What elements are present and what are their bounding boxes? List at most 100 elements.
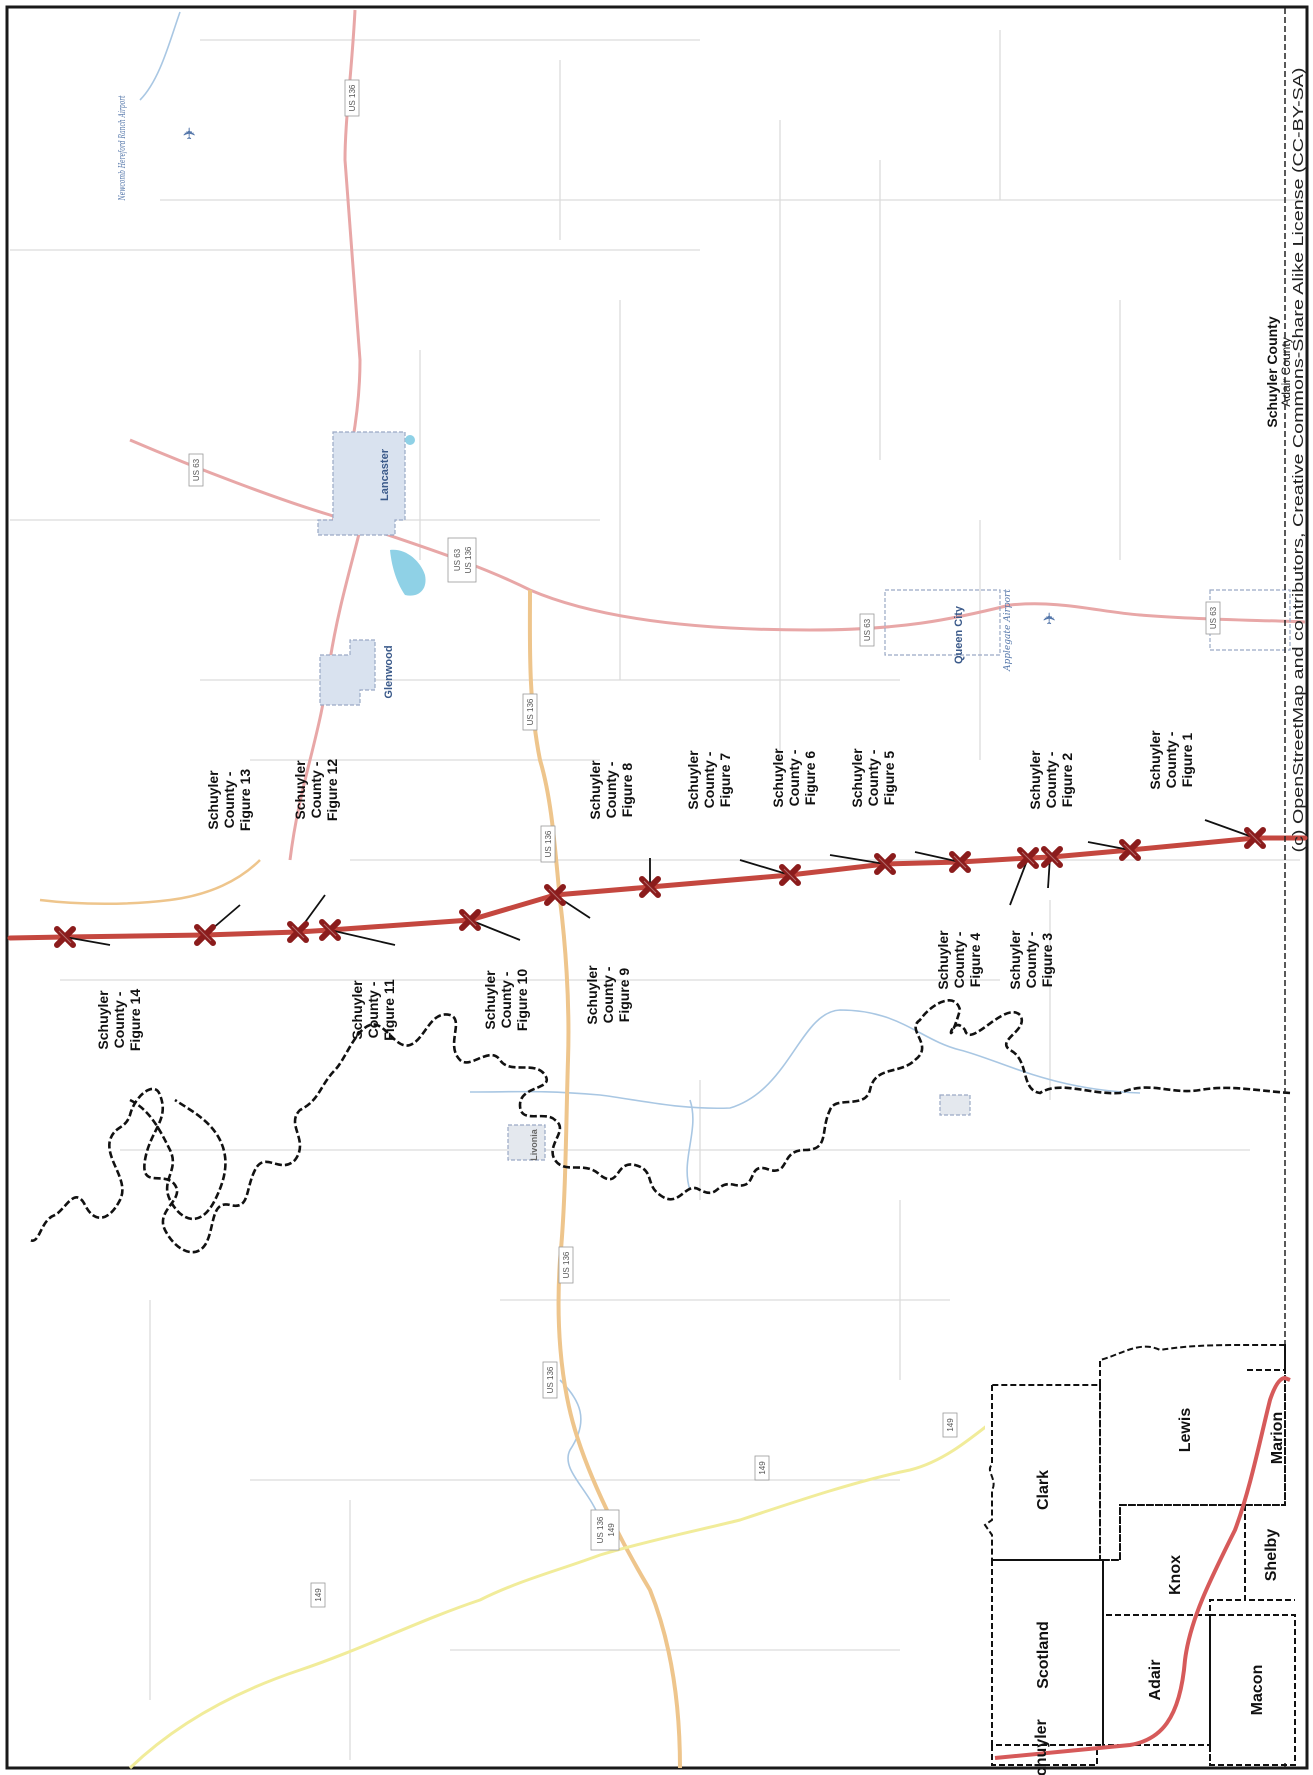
figure-callout-3: SchuylerCounty -Figure 3 (1007, 930, 1055, 990)
figure-marker-12 (287, 921, 309, 943)
inset-label-marion: Marion (1269, 1412, 1286, 1464)
svg-text:149: 149 (607, 1523, 616, 1537)
figure-marker-10 (459, 909, 481, 931)
inset-county-knox (1102, 1504, 1246, 1616)
county-road-north (39, 859, 261, 905)
figure-callout-1: SchuylerCounty -Figure 1 (1147, 730, 1195, 790)
inset-label-clark: Clark (1035, 1470, 1052, 1510)
inset-label-shelby: Shelby (1263, 1529, 1280, 1582)
inset-county-marion (1245, 1369, 1286, 1506)
inset-label-lewis: Lewis (1177, 1408, 1194, 1453)
figure-callout-8: SchuylerCounty -Figure 8 (587, 760, 635, 820)
figure-marker-8 (639, 876, 661, 898)
svg-text:US 136: US 136 (526, 698, 535, 725)
glenwood-label: Glenwood (383, 645, 395, 698)
figure-callout-11: SchuylerCounty -Figure 11 (349, 979, 397, 1041)
figure-callout-7: SchuylerCounty -Figure 7 (685, 750, 733, 810)
figure-marker-6 (874, 853, 896, 875)
svg-text:US 63: US 63 (453, 548, 462, 571)
figure-callout-12: SchuylerCounty -Figure 12 (292, 759, 340, 821)
queen-city-area (884, 589, 1001, 656)
svg-text:149: 149 (314, 1588, 323, 1602)
figure-callout-14: SchuylerCounty -Figure 14 (95, 989, 143, 1051)
us-63-road (129, 438, 1306, 632)
figure-callouts: SchuylerCounty -Figure 1 SchuylerCounty -… (95, 730, 1195, 1051)
svg-text:US 136: US 136 (544, 830, 553, 857)
figure-marker-3 (1041, 846, 1063, 868)
figure-marker-4 (1017, 847, 1039, 869)
airplane-icon: ✈ (182, 127, 199, 140)
minor-roads (10, 30, 1300, 1760)
shield-us136-3: US 136 (540, 825, 556, 863)
figure-marker-7 (779, 864, 801, 886)
shield-149-3: 149 (310, 1582, 326, 1608)
svg-text:US 136: US 136 (562, 1251, 571, 1278)
svg-text:149: 149 (758, 1461, 767, 1475)
figure-marker-2 (1119, 839, 1141, 861)
glenwood-area (319, 639, 376, 706)
livonia-area (507, 1124, 546, 1161)
svg-text:US 63: US 63 (863, 618, 872, 641)
schuyler-county-label: Schuyler County (1264, 316, 1280, 427)
newcomb-airport-label: Newcomb Hereford Ranch Airport (118, 95, 128, 201)
figure-callout-13: SchuylerCounty -Figure 13 (205, 769, 253, 831)
svg-text:US 63: US 63 (192, 458, 201, 481)
svg-text:US 136: US 136 (348, 84, 357, 111)
queen-city-label: Queen City (953, 605, 965, 664)
inset-label-macon: Macon (1249, 1665, 1266, 1716)
us-136-road-south (527, 589, 682, 1769)
figure-callout-10: SchuylerCounty -Figure 10 (482, 969, 530, 1031)
adair-county-label: Adair County (1279, 337, 1293, 406)
inset-county-shelby (1244, 1505, 1295, 1601)
lancaster-area (317, 431, 406, 536)
shield-us136-1: US 136 (344, 79, 360, 117)
shield-us136-2: US 136 (522, 693, 538, 731)
shield-us63-1: US 63 (188, 453, 204, 487)
shield-us136-4: US 136 (558, 1246, 574, 1284)
inset-county-schuyler-edge (991, 1745, 1098, 1766)
applegate-airport: Applegate Airport ✈ (1003, 589, 1059, 672)
figure-marker-13 (194, 924, 216, 946)
newcomb-airport: Newcomb Hereford Ranch Airport ✈ (118, 95, 199, 201)
inset-map: Clark Scotland Schuyler Lewis Knox Adair… (983, 1344, 1296, 1775)
leader-lines (64, 819, 1256, 946)
inset-label-knox: Knox (1167, 1555, 1184, 1595)
survey-boundary (29, 999, 1291, 1254)
shield-us136-5: US 136 (542, 1361, 558, 1399)
figure-marker-14 (54, 926, 76, 948)
attribution-text: (c) OpenStreetMap and contributors, Crea… (1290, 67, 1307, 852)
svg-text:US 63: US 63 (1209, 606, 1218, 629)
inset-label-schuyler: Schuyler (1033, 1719, 1050, 1775)
lancaster-label: Lancaster (379, 448, 391, 501)
figure-callout-9: SchuylerCounty -Figure 9 (584, 965, 632, 1025)
project-route (7, 835, 1308, 941)
figure-callout-2: SchuylerCounty -Figure 2 (1027, 750, 1075, 810)
towns (317, 431, 1291, 1161)
inset-route (994, 1375, 1291, 1760)
shield-us63-2: US 63 (859, 613, 875, 647)
svg-text:US 136: US 136 (596, 1516, 605, 1543)
livonia-label: Livonia (529, 1128, 539, 1160)
shield-149-1: 149 (942, 1412, 958, 1438)
applegate-airport-label: Applegate Airport (1003, 589, 1013, 672)
small-town-area (939, 1094, 971, 1116)
svg-text:US 136: US 136 (546, 1366, 555, 1393)
figure-marker-5 (949, 851, 971, 873)
inset-county-macon (1209, 1614, 1296, 1766)
figure-callout-5: SchuylerCounty -Figure 5 (849, 748, 897, 808)
lake (390, 549, 426, 596)
route-149-road (128, 1398, 1021, 1770)
map-frame (5, 5, 1309, 1770)
pond (405, 435, 415, 445)
airplane-icon: ✈ (1042, 612, 1059, 625)
figure-marker-1 (1244, 827, 1266, 849)
figure-callout-4: SchuylerCounty -Figure 4 (935, 930, 983, 990)
shield-149-2: 149 (754, 1455, 770, 1481)
svg-text:149: 149 (946, 1418, 955, 1432)
figure-callout-6: SchuylerCounty -Figure 6 (770, 748, 818, 808)
figure-marker-9 (544, 884, 566, 906)
svg-text:US 136: US 136 (464, 546, 473, 573)
